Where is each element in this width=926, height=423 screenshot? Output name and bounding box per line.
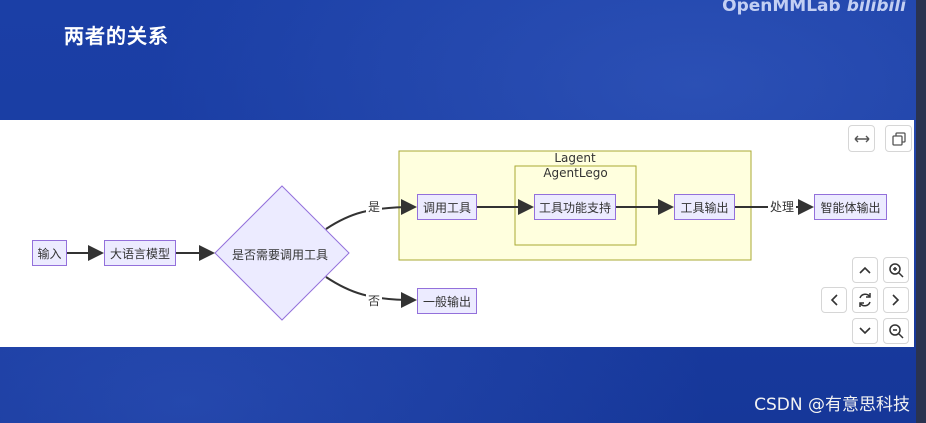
reset-view-button[interactable] [852,287,878,313]
brand-name: OpenMMLab [722,0,841,16]
decision-diamond [214,185,350,321]
horizontal-arrows-icon [854,135,869,142]
fit-width-button[interactable] [848,125,875,152]
edge-label-process: 处理 [768,200,797,214]
brand-logo: OpenMMLab bilibili [722,0,906,16]
copy-icon [891,131,906,146]
zoom-out-icon [889,324,904,339]
pan-down-button[interactable] [852,318,878,344]
chevron-right-icon [892,294,900,306]
chevron-down-icon [859,327,871,335]
node-input: 输入 [32,240,67,266]
node-decision: 是否需要调用工具 [232,248,329,262]
node-call-tool: 调用工具 [417,194,477,220]
zoom-in-icon [889,263,904,278]
diagram-panel: Lagent AgentLego 输入 大语言模型 是否需要调用工具 调用工具 … [0,120,914,347]
refresh-icon [859,293,871,307]
edge-decision-general [325,276,417,308]
zoom-in-button[interactable] [883,257,909,283]
node-general-output: 一般输出 [417,288,477,314]
pan-right-button[interactable] [883,287,909,313]
edge-label-no: 否 [366,294,383,308]
copy-button[interactable] [885,125,912,152]
pan-up-button[interactable] [852,257,878,283]
bilibili-logo: bilibili [846,0,906,16]
node-tool-output: 工具输出 [674,194,735,220]
agentlego-label: AgentLego [543,166,608,180]
chevron-left-icon [830,294,838,306]
lagent-label: Lagent [554,151,596,165]
slide-title: 两者的关系 [64,24,169,48]
right-edge-strip [916,0,926,423]
pan-left-button[interactable] [821,287,847,313]
node-agent-output: 智能体输出 [814,194,887,220]
node-llm: 大语言模型 [104,240,176,266]
edge-decision-calltool [325,199,417,230]
edge-label-yes: 是 [366,200,383,214]
chevron-up-icon [859,266,871,274]
node-tool-support: 工具功能支持 [534,194,616,220]
zoom-out-button[interactable] [883,318,909,344]
watermark: CSDN @有意思科技 [754,395,910,415]
